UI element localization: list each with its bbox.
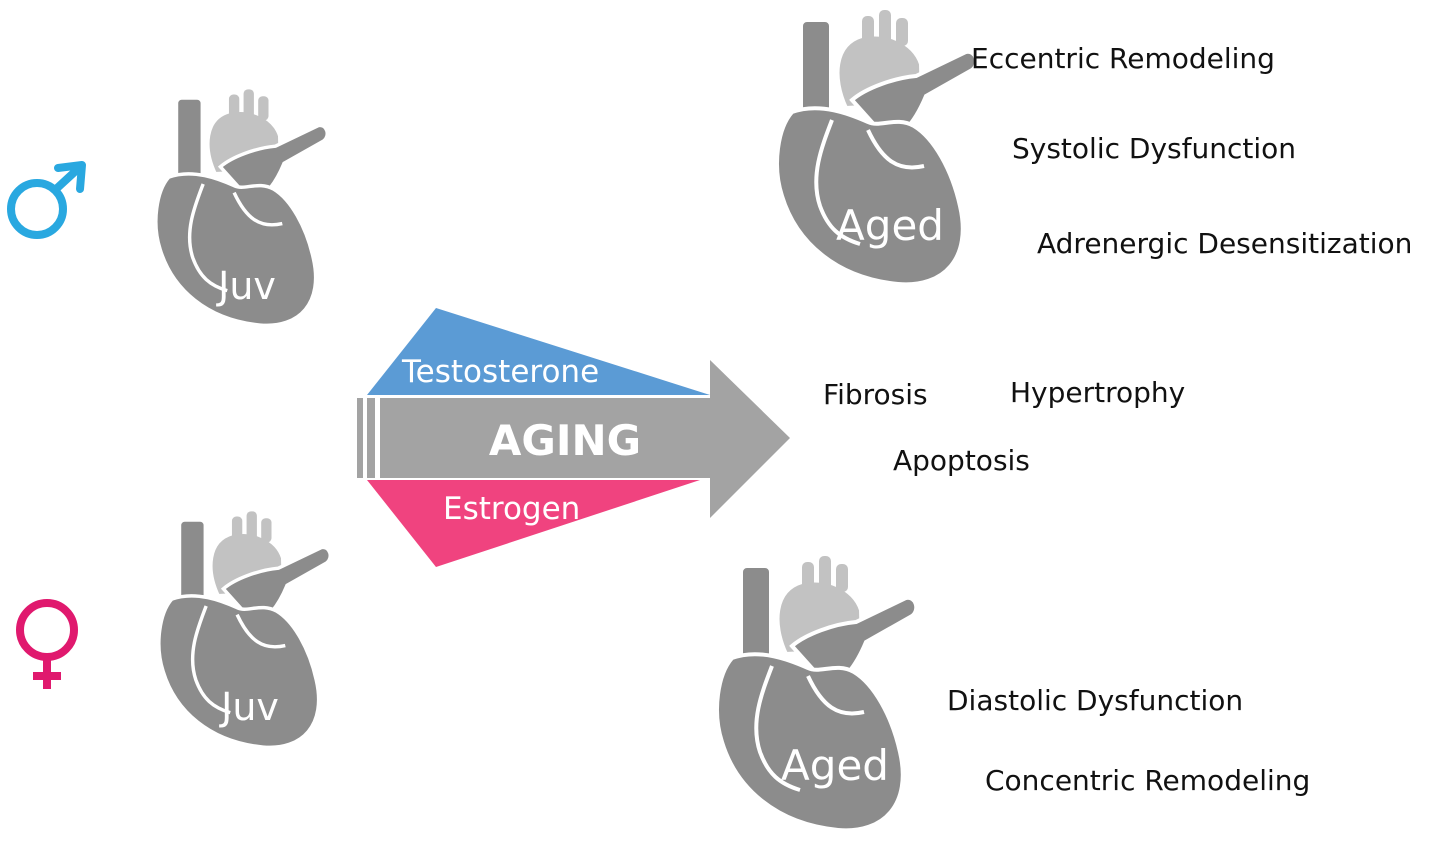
estrogen-wedge (367, 480, 700, 567)
female-outcome-diastolic-dysfunction: Diastolic Dysfunction (947, 684, 1243, 717)
female-aged-heart-label: Aged (781, 741, 889, 790)
male-outcome-eccentric-remodeling: Eccentric Remodeling (971, 42, 1275, 75)
male-aged-heart-label: Aged (836, 201, 944, 250)
male-outcome-adrenergic-desensitization: Adrenergic Desensitization (1037, 227, 1412, 260)
testosterone-label: Testosterone (401, 354, 599, 390)
estrogen-label: Estrogen (443, 491, 580, 527)
female-juvenile-heart-label: Juv (219, 685, 279, 729)
aging-label: AGING (489, 416, 641, 465)
female-outcome-concentric-remodeling: Concentric Remodeling (985, 764, 1310, 797)
male-juvenile-heart-label: Juv (216, 264, 276, 308)
aging-arrow (357, 360, 790, 518)
testosterone-wedge (367, 308, 710, 395)
male-outcome-systolic-dysfunction: Systolic Dysfunction (1012, 132, 1296, 165)
common-outcome-hypertrophy: Hypertrophy (1010, 376, 1185, 409)
common-outcome-fibrosis: Fibrosis (823, 378, 928, 411)
male-symbol-icon (7, 161, 86, 239)
common-outcome-apoptosis: Apoptosis (893, 444, 1030, 477)
female-symbol-icon (16, 599, 78, 689)
